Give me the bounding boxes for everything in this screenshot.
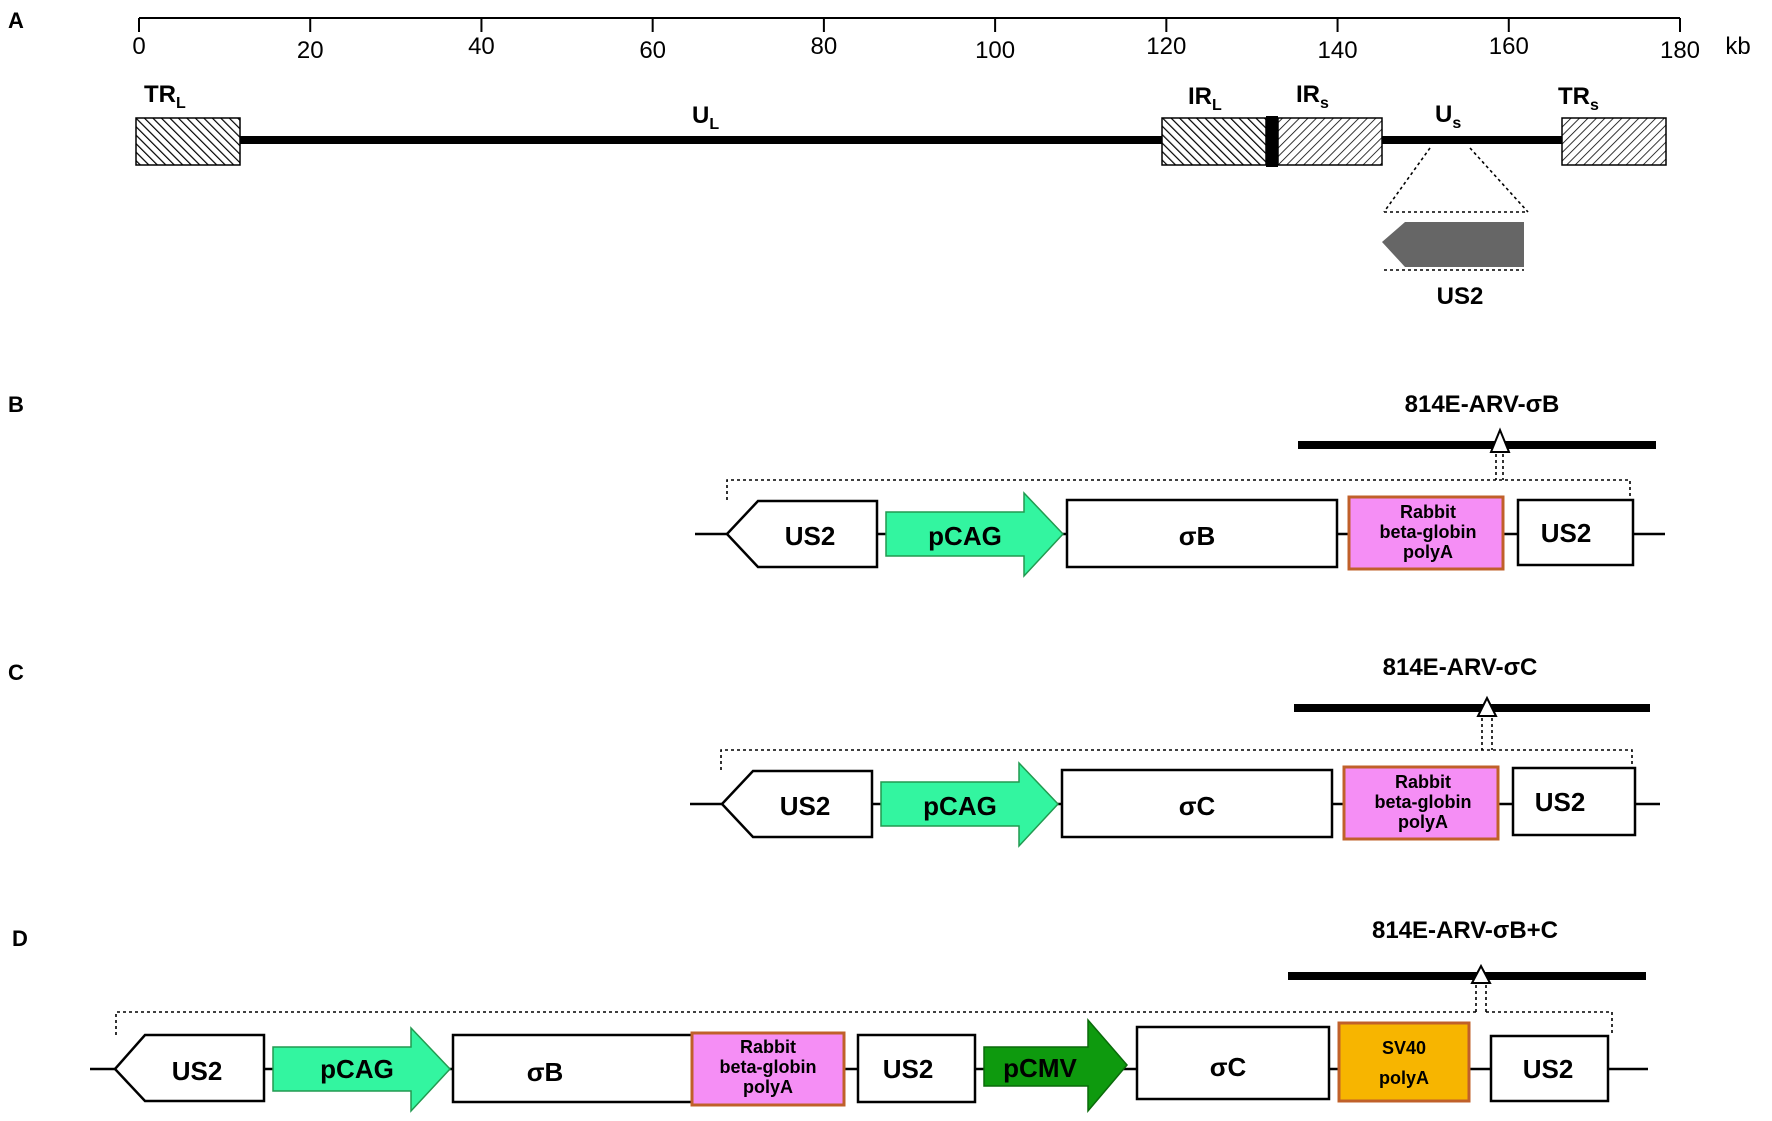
- rabbit-polya: [1347, 495, 1505, 571]
- pcag-label: pCAG: [320, 1054, 394, 1084]
- us2-left-label: US2: [780, 791, 831, 821]
- trs-label: TRs: [1558, 83, 1599, 114]
- pcag-label: pCAG: [928, 521, 1002, 551]
- sigma-b-label: σB: [527, 1057, 564, 1087]
- genome-map: TRL UL IRL IRs Us TRs US2: [135, 81, 1667, 310]
- rabbit-polya: [1342, 765, 1500, 841]
- us2-left-arm: [113, 1033, 266, 1103]
- panel-label-d: D: [12, 926, 28, 951]
- panel-label-c: C: [8, 660, 24, 685]
- construct-b: 814E-ARV-σB US2 pCAG σB Rabbit beta-glob…: [695, 391, 1665, 578]
- sv40-polya: [1337, 1021, 1471, 1103]
- polya-line-1: Rabbit: [1400, 502, 1456, 522]
- us2-right-label: US2: [1535, 787, 1586, 817]
- sigma-c-gene: [1135, 1025, 1331, 1101]
- sigma-c-gene: [1060, 768, 1334, 839]
- insertion-site-marker: [1470, 963, 1492, 984]
- polya-line-3: polyA: [1403, 542, 1453, 562]
- us2-left-label: US2: [172, 1056, 223, 1086]
- pcag-promoter-arrow: [880, 761, 1060, 848]
- polya-line-2: beta-globin: [1375, 792, 1472, 812]
- us2-zoom: US2: [1382, 147, 1529, 310]
- scale-tick-label: 160: [1489, 33, 1529, 60]
- irs-label: IRs: [1296, 81, 1329, 112]
- irs-region: [1277, 117, 1383, 166]
- sigma-b-gene: [1065, 498, 1339, 569]
- insertion-site-marker: [1476, 695, 1498, 717]
- us2-left-arm: [725, 499, 879, 569]
- sigma-b-gene: [451, 1033, 725, 1104]
- us2-right-label: US2: [1541, 518, 1592, 548]
- polya-line-1: Rabbit: [740, 1037, 796, 1057]
- pcmv-label: pCMV: [1003, 1053, 1077, 1083]
- us2-gene-arrow: [1382, 222, 1524, 267]
- us-label: Us: [1435, 101, 1461, 132]
- polya-line-3: polyA: [743, 1077, 793, 1097]
- us2-left-arm: [720, 769, 874, 839]
- panel-label-a: A: [8, 8, 24, 33]
- us2-left-label: US2: [785, 521, 836, 551]
- scale-tick-label: 40: [468, 33, 495, 60]
- us2-right-arm: [1511, 766, 1637, 837]
- rabbit-polya: [690, 1031, 846, 1107]
- junction-block: [1266, 116, 1278, 167]
- trl-region: [135, 117, 241, 166]
- scale-tick-label: 20: [297, 37, 324, 64]
- kb-scale-axis: 0 20 40 60 80 100 120 140 160 180 kb: [132, 17, 1751, 64]
- polya-line-2: beta-globin: [720, 1057, 817, 1077]
- pcag-promoter-arrow: [885, 491, 1065, 578]
- sigma-c-label: σC: [1210, 1052, 1247, 1082]
- trl-label: TRL: [144, 81, 186, 112]
- panel-label-b: B: [8, 392, 24, 417]
- construct-d: 814E-ARV-σB+C US2 pCAG σB Rabbit beta-gl…: [90, 917, 1648, 1114]
- irl-region: [1161, 117, 1267, 166]
- us2-mid-label: US2: [883, 1054, 934, 1084]
- us2-right-label: US2: [1523, 1054, 1574, 1084]
- scale-tick-label: 140: [1318, 37, 1358, 64]
- scale-tick-label: 0: [132, 33, 145, 60]
- construct-b-title: 814E-ARV-σB: [1405, 391, 1560, 418]
- scale-tick-label: 180: [1660, 37, 1700, 64]
- us2-mid-arm: [856, 1033, 977, 1104]
- pcmv-promoter-arrow: [983, 1017, 1128, 1114]
- trs-region: [1561, 117, 1667, 166]
- sigma-b-label: σB: [1179, 521, 1216, 551]
- sigma-c-label: σC: [1179, 791, 1216, 821]
- scale-tick-label: 80: [811, 33, 838, 60]
- construct-c: 814E-ARV-σC US2 pCAG σC Rabbit beta-glob…: [690, 654, 1660, 848]
- pcag-promoter-arrow: [272, 1026, 452, 1113]
- polya-line-1: Rabbit: [1395, 772, 1451, 792]
- pcag-label: pCAG: [923, 791, 997, 821]
- us2-right-arm: [1516, 498, 1635, 567]
- us2-gene-label: US2: [1437, 283, 1484, 310]
- sv40-line-2: polyA: [1379, 1068, 1429, 1088]
- irl-label: IRL: [1188, 83, 1222, 114]
- construct-d-title: 814E-ARV-σB+C: [1372, 917, 1558, 944]
- sv40-line-1: SV40: [1382, 1038, 1426, 1058]
- scale-tick-label: 100: [975, 37, 1015, 64]
- scale-tick-label: 60: [639, 37, 666, 64]
- insertion-site-marker: [1489, 427, 1511, 453]
- us2-right-arm: [1489, 1034, 1610, 1103]
- polya-line-3: polyA: [1398, 812, 1448, 832]
- ul-label: UL: [692, 102, 719, 133]
- construct-c-title: 814E-ARV-σC: [1383, 654, 1538, 681]
- polya-line-2: beta-globin: [1380, 522, 1477, 542]
- scale-unit: kb: [1725, 33, 1750, 60]
- scale-tick-label: 120: [1146, 33, 1186, 60]
